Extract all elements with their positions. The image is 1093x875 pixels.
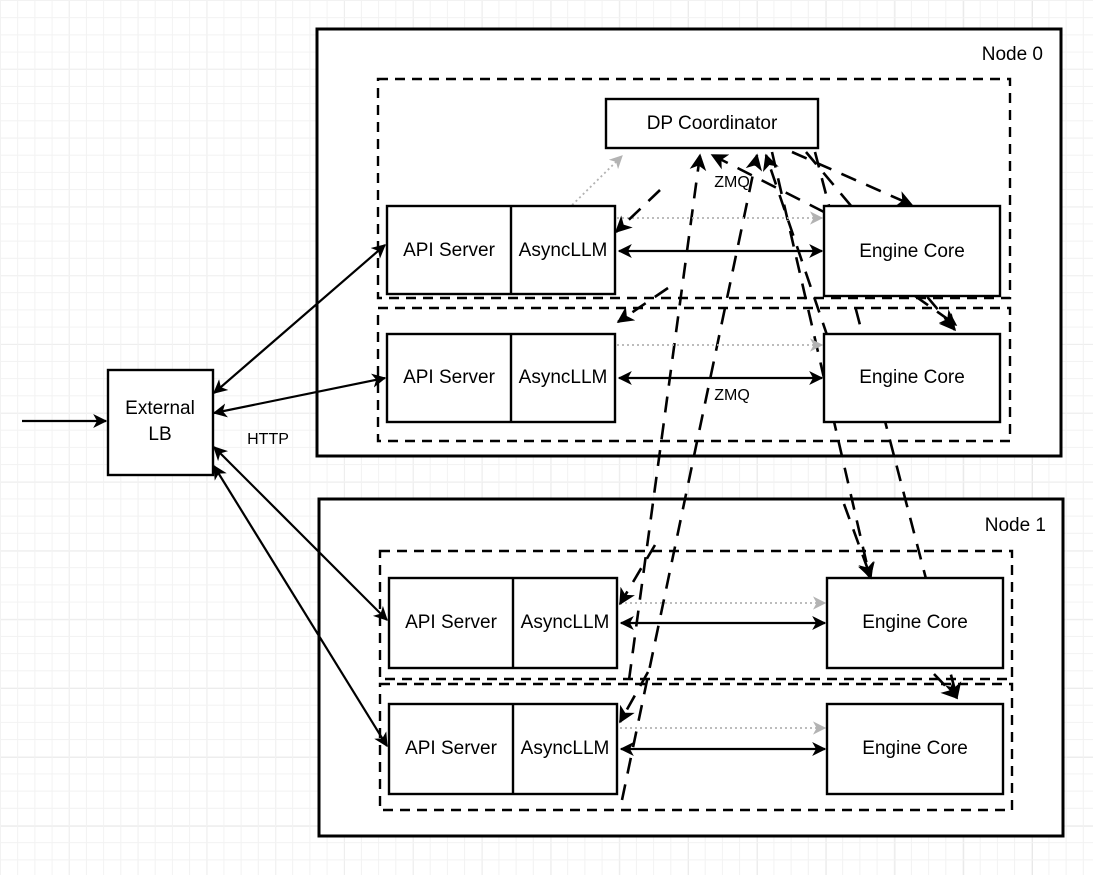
api-server-box-n0g0[interactable] bbox=[385, 204, 617, 296]
zmq-label-n0g1: ZMQ bbox=[714, 387, 750, 404]
api-server-label-n0g1: API Server bbox=[403, 367, 496, 388]
engine-core-box-n1g0[interactable] bbox=[825, 576, 1005, 670]
asyncllm-label-n0g0: AsyncLLM bbox=[519, 240, 608, 261]
engine-core-label-n0g1: Engine Core bbox=[859, 367, 965, 388]
edge-lb-to-api-n0g1 bbox=[212, 373, 387, 418]
edge-coordinator-to-engine-n1g0 bbox=[770, 151, 875, 580]
api-server-label-n0g0: API Server bbox=[403, 240, 496, 261]
api-server-box-n0g1[interactable] bbox=[385, 332, 617, 424]
external-lb-label-line1: External bbox=[125, 398, 195, 419]
asyncllm-label-n1g0: AsyncLLM bbox=[521, 612, 610, 633]
edge-engine-n0g0-to-coordinator bbox=[710, 153, 825, 214]
edge-engine-n0g0-to-engine-n0g1 bbox=[914, 294, 958, 327]
node-0-label: Node 0 bbox=[982, 44, 1043, 65]
dp-coordinator-label: DP Coordinator bbox=[647, 113, 778, 134]
engine-core-n0g0[interactable]: Engine Core bbox=[822, 204, 1002, 298]
api-server-label-n1g0: API Server bbox=[405, 612, 498, 633]
http-label: HTTP bbox=[247, 431, 289, 448]
edge-coordinator-to-asyncllm-n1g0 bbox=[618, 544, 657, 606]
edge-lb-to-api-n1g1 bbox=[213, 464, 388, 748]
engine-core-n1g1[interactable]: Engine Core bbox=[825, 702, 1005, 796]
external-lb-box[interactable] bbox=[106, 368, 215, 477]
engine-core-box-n0g1[interactable] bbox=[822, 332, 1002, 424]
edge-coordinator-to-engine-n0g0 bbox=[791, 150, 914, 207]
engine-core-box-n0g0[interactable] bbox=[822, 204, 1002, 298]
edge-coordinator-fanout-node1 bbox=[842, 503, 874, 580]
asyncllm-label-n0g1: AsyncLLM bbox=[519, 367, 608, 388]
edge-engine-n1g0-to-coordinator bbox=[627, 153, 707, 681]
edge-asyncllm-n0g0-to-coordinator-dotted bbox=[564, 155, 623, 213]
edge-coordinator-to-asyncllm-n0g1 bbox=[616, 286, 669, 324]
dp-coordinator[interactable]: DP Coordinator bbox=[604, 97, 820, 150]
external-lb[interactable]: External LB bbox=[106, 368, 215, 477]
api-server-group-n1g0[interactable]: API Server AsyncLLM bbox=[387, 576, 619, 670]
edge-engine-n1g1-to-coordinator bbox=[620, 153, 763, 801]
zmq-label-coordinator: ZMQ bbox=[714, 174, 750, 191]
node-0-group-0-boundary bbox=[376, 77, 1012, 300]
edge-coordinator-to-asyncllm-n0g0 bbox=[614, 189, 661, 234]
engine-core-box-n1g1[interactable] bbox=[825, 702, 1005, 796]
asyncllm-label-n1g1: AsyncLLM bbox=[521, 738, 610, 759]
engine-core-label-n1g1: Engine Core bbox=[862, 738, 968, 759]
api-server-label-n1g1: API Server bbox=[405, 738, 498, 759]
engine-core-n1g0[interactable]: Engine Core bbox=[825, 576, 1005, 670]
engine-core-label-n0g0: Engine Core bbox=[859, 241, 965, 262]
api-server-box-n1g0[interactable] bbox=[387, 576, 619, 670]
engine-core-label-n1g0: Engine Core bbox=[862, 612, 968, 633]
api-server-group-n0g0[interactable]: API Server AsyncLLM bbox=[385, 204, 617, 296]
edge-coordinator-to-asyncllm-n1g1 bbox=[618, 671, 650, 724]
dp-coordinator-box[interactable] bbox=[604, 97, 820, 150]
node-1-label: Node 1 bbox=[985, 515, 1046, 536]
api-server-box-n1g1[interactable] bbox=[387, 702, 619, 796]
api-server-group-n0g1[interactable]: API Server AsyncLLM bbox=[385, 332, 617, 424]
edge-lb-to-api-n0g0 bbox=[213, 244, 386, 394]
node-1-group-0-boundary bbox=[378, 549, 1014, 681]
api-server-group-n1g1[interactable]: API Server AsyncLLM bbox=[387, 702, 619, 796]
engine-core-n0g1[interactable]: Engine Core bbox=[822, 332, 1002, 424]
external-lb-label-line2: LB bbox=[148, 424, 171, 445]
edge-engine-n1g0-to-engine-n1g1 bbox=[933, 673, 959, 700]
